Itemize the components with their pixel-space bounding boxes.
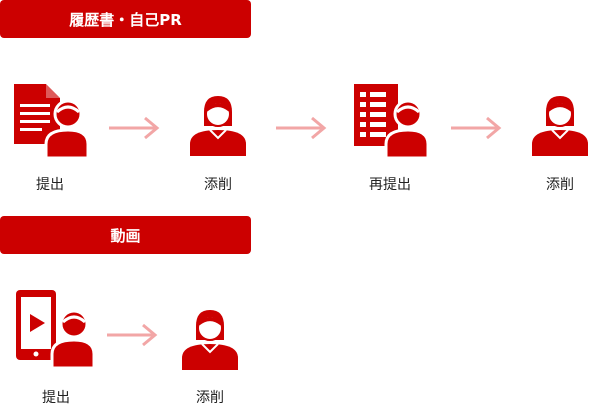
arrow-right-icon <box>109 116 160 140</box>
step-label-review: 添削 <box>196 390 224 406</box>
step-label-submit: 提出 <box>36 177 64 193</box>
reviewer-person-icon <box>190 96 246 156</box>
arrow-right-icon <box>276 116 327 140</box>
revised-resume-person-icon <box>354 84 428 160</box>
arrow-right-icon <box>107 323 158 347</box>
resume-person-icon <box>14 84 88 160</box>
reviewer-person-icon <box>532 96 588 156</box>
step-label-review: 添削 <box>204 177 232 193</box>
arrow-right-icon <box>451 116 502 140</box>
step-label-resubmit: 再提出 <box>369 177 411 193</box>
section-header-resume: 履歴書・自己PR <box>0 0 251 38</box>
reviewer-person-icon <box>182 310 238 370</box>
video-phone-person-icon <box>16 290 94 370</box>
section-header-video: 動画 <box>0 216 251 254</box>
step-label-review: 添削 <box>546 177 574 193</box>
step-label-submit: 提出 <box>42 390 70 406</box>
